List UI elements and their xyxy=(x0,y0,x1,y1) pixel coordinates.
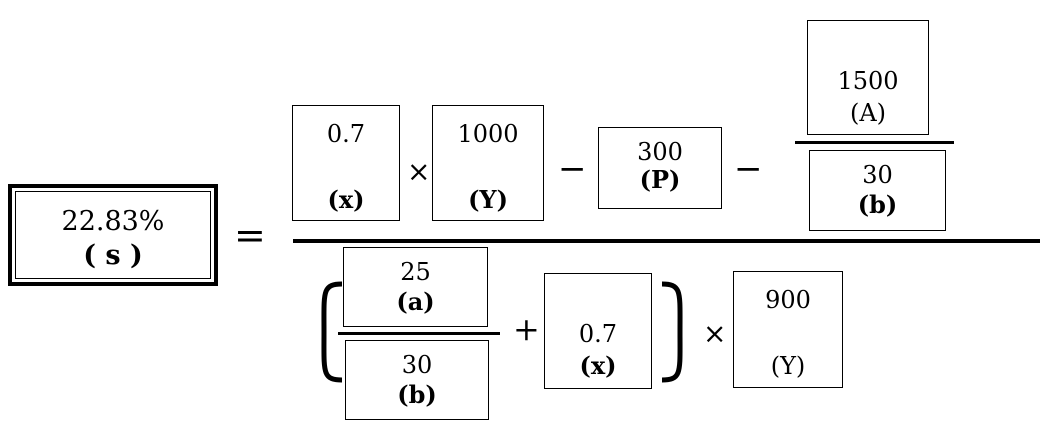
numerator-A-box: 1500 (A) xyxy=(807,20,929,135)
denominator-b-value: 30 xyxy=(401,351,433,379)
result-label: ( s ) xyxy=(83,240,143,271)
numerator-x-box: 0.7 (x) xyxy=(292,105,400,221)
result-value: 22.83% xyxy=(61,206,165,237)
denominator-Y-value: 900 xyxy=(765,286,811,314)
numerator-b-value: 30 xyxy=(862,161,893,189)
numerator-Y-label: (Y) xyxy=(468,185,508,214)
numerator-P-label: (P) xyxy=(639,165,681,194)
numerator-b-label: (b) xyxy=(857,190,898,219)
numerator-x-label: (x) xyxy=(327,185,365,214)
minus-sign-2: − xyxy=(734,149,763,189)
numerator-A-label: (A) xyxy=(849,99,887,127)
numerator-b-box: 30 (b) xyxy=(809,150,946,231)
plus-sign: + xyxy=(513,310,540,348)
multiply-sign-1: × xyxy=(407,155,431,188)
numerator-P-value: 300 xyxy=(637,138,683,166)
left-parenthesis xyxy=(321,281,343,383)
denominator-inner-fraction-bar xyxy=(338,332,500,335)
numerator-x-value: 0.7 xyxy=(326,120,366,148)
numerator-Y-box: 1000 (Y) xyxy=(432,105,544,221)
denominator-b-label: (b) xyxy=(397,380,437,409)
denominator-b-box: 30 (b) xyxy=(345,340,489,420)
minus-sign-1: − xyxy=(558,149,587,189)
result-box: 22.83% ( s ) xyxy=(8,184,218,286)
result-box-inner: 22.83% ( s ) xyxy=(15,191,211,279)
numerator-P-box: 300 (P) xyxy=(598,127,722,209)
denominator-a-label: (a) xyxy=(396,287,435,316)
right-parenthesis xyxy=(661,281,683,383)
multiply-sign-2: × xyxy=(703,317,727,350)
main-fraction-bar xyxy=(293,239,1040,243)
numerator-Y-value: 1000 xyxy=(457,120,519,148)
denominator-Y-box: 900 (Y) xyxy=(733,271,843,388)
numerator-inner-fraction-bar xyxy=(795,141,954,144)
denominator-x-label: (x) xyxy=(579,351,617,380)
numerator-A-value: 1500 xyxy=(837,67,899,95)
denominator-a-box: 25 (a) xyxy=(343,247,488,327)
denominator-x-value: 0.7 xyxy=(578,320,618,348)
denominator-x-box: 0.7 (x) xyxy=(544,273,652,389)
denominator-Y-label: (Y) xyxy=(770,352,806,380)
equals-sign: = xyxy=(234,213,266,257)
denominator-a-value: 25 xyxy=(400,258,431,286)
